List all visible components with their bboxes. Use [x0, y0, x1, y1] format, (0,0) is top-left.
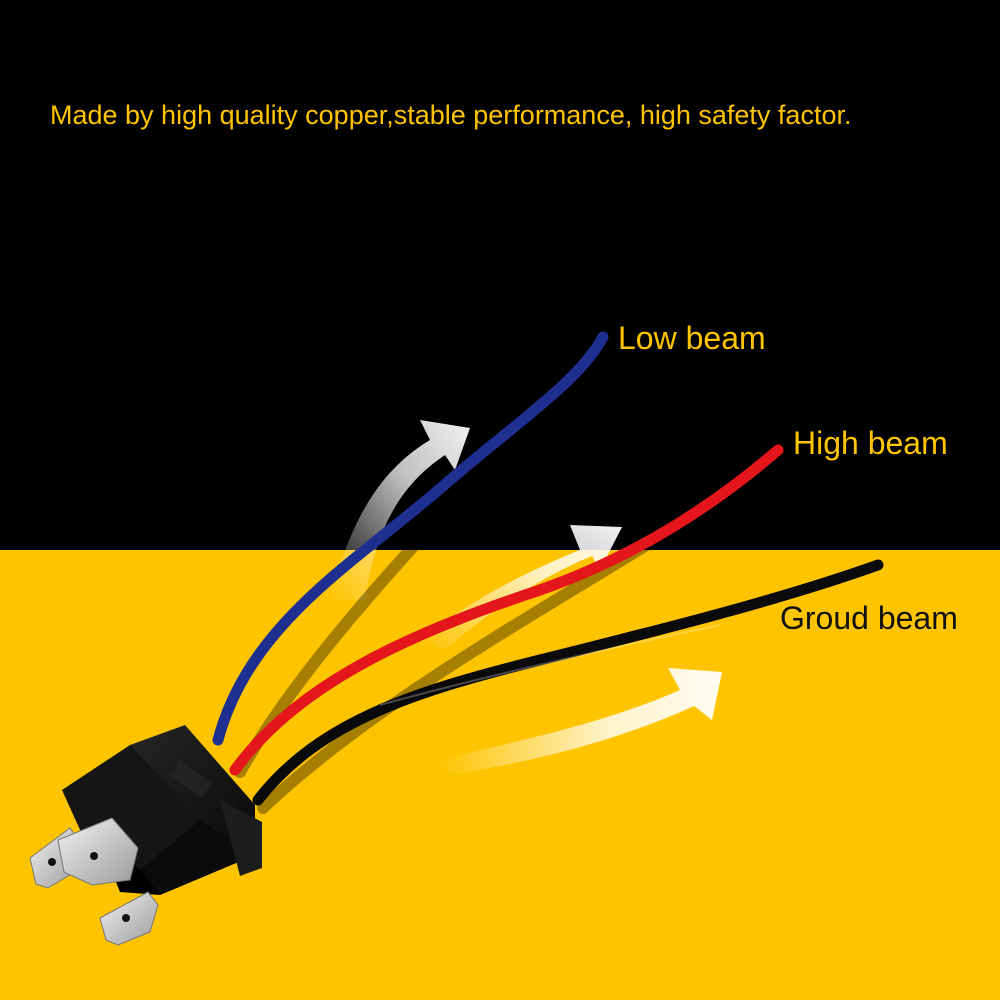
connector-pin-bottom — [99, 891, 159, 946]
airflow-arrow-2 — [420, 525, 622, 650]
low-beam-label: Low beam — [618, 320, 766, 356]
black-background — [0, 0, 1000, 550]
high-beam-label: High beam — [793, 425, 948, 461]
tagline-text: Made by high quality copper,stable perfo… — [50, 100, 852, 130]
ground-beam-label: Groud beam — [780, 600, 958, 636]
connector-pin-center — [57, 817, 139, 886]
low-beam-wire — [212, 331, 609, 746]
ground-beam-wire — [252, 559, 884, 806]
high-beam-wire — [229, 444, 784, 776]
airflow-arrow-3 — [440, 668, 722, 775]
